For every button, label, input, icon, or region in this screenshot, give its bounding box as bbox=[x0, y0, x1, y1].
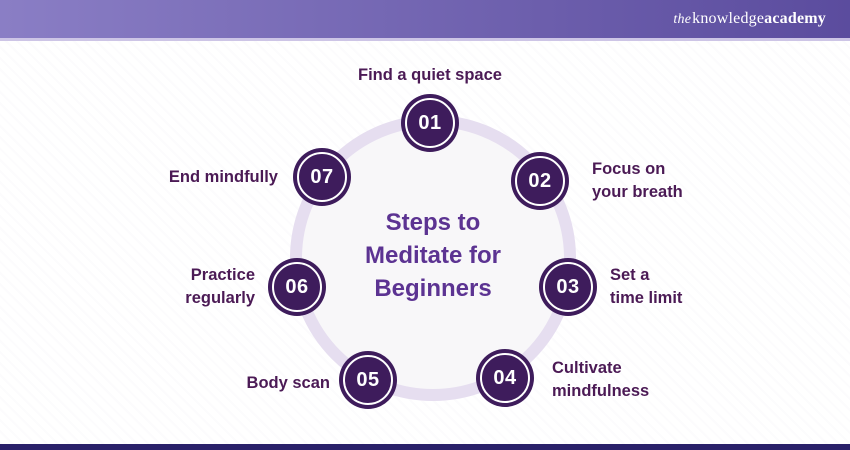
diagram-title: Steps to Meditate for Beginners bbox=[364, 209, 501, 302]
step-circle-02: 02 bbox=[515, 156, 565, 206]
step-label-02: Focus on your breath bbox=[592, 160, 683, 201]
logo-word-academy: academy bbox=[764, 10, 826, 27]
header-bar: theknowledgeacademy bbox=[0, 0, 850, 38]
step-label-04: Cultivate mindfulness bbox=[552, 359, 650, 400]
step-circle-03: 03 bbox=[543, 262, 593, 312]
step-label-06: Practice regularly bbox=[185, 266, 255, 307]
step-number-07: 07 bbox=[310, 165, 334, 188]
step-circle-04: 04 bbox=[480, 353, 530, 403]
step-label-07: End mindfully bbox=[168, 168, 278, 186]
footer-bar bbox=[0, 444, 850, 450]
step-circle-01: 01 bbox=[405, 98, 455, 148]
step-number-01: 01 bbox=[418, 111, 442, 134]
step-number-04: 04 bbox=[493, 366, 517, 389]
step-circle-05: 05 bbox=[343, 355, 393, 405]
step-label-05: Body scan bbox=[246, 374, 330, 392]
step-number-02: 02 bbox=[528, 169, 552, 192]
step-label-01: Find a quiet space bbox=[358, 66, 502, 84]
step-circle-06: 06 bbox=[272, 262, 322, 312]
logo-prefix: the bbox=[673, 12, 692, 27]
step-number-03: 03 bbox=[556, 275, 580, 298]
step-circle-07: 07 bbox=[297, 152, 347, 202]
step-number-05: 05 bbox=[356, 368, 380, 391]
step-label-03: Set a time limit bbox=[610, 266, 683, 307]
brand-logo: theknowledgeacademy bbox=[673, 10, 826, 28]
logo-word-knowledge: knowledge bbox=[692, 10, 765, 27]
step-number-06: 06 bbox=[285, 275, 309, 298]
header-accent-line bbox=[0, 38, 850, 41]
